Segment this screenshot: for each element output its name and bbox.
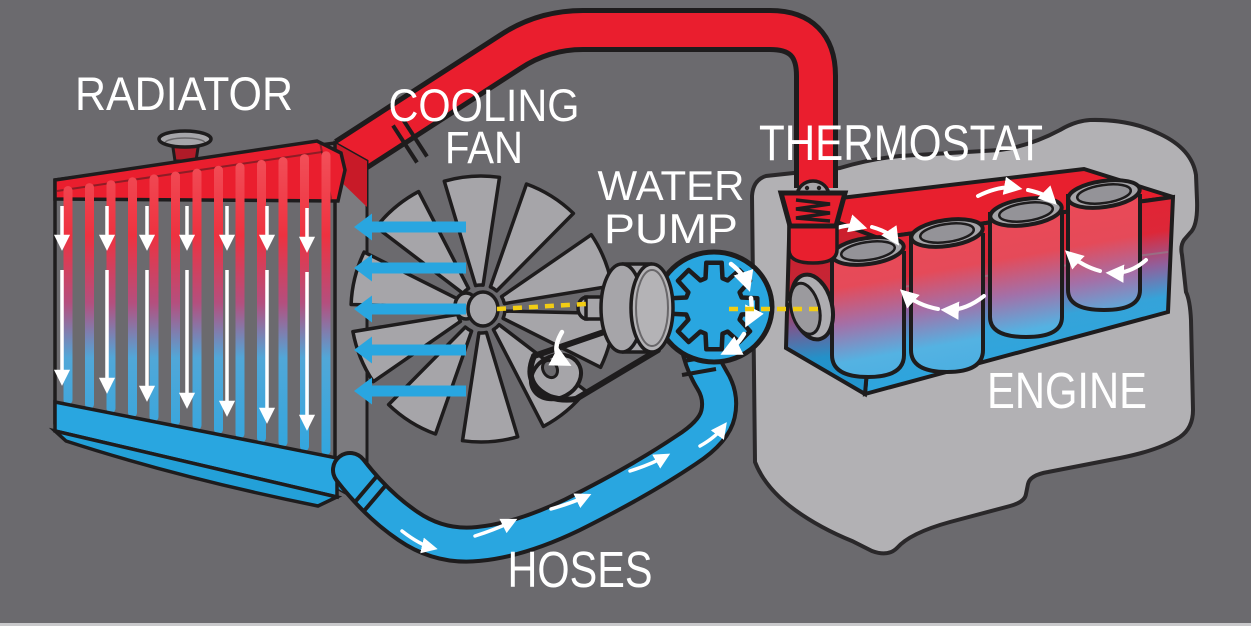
coolant-circulation-arrows — [822, 176, 1148, 320]
cylinder-1 — [830, 235, 906, 380]
label-hoses: HOSES — [508, 541, 653, 598]
label-thermostat: THERMOSTAT — [759, 115, 1043, 171]
drive-belt — [527, 329, 661, 403]
cooling-fan — [349, 174, 616, 444]
thermostat-dome-dot — [804, 185, 810, 191]
fan-airflow-arrows — [354, 213, 466, 405]
pump-pulley-rim — [629, 262, 675, 354]
cylinder-3 — [988, 196, 1064, 340]
bottom-edge-line — [0, 623, 1251, 626]
label-cooling: COOLING — [389, 80, 580, 131]
label-fan: FAN — [445, 122, 523, 173]
label-radiator: RADIATOR — [75, 67, 293, 120]
belt-rotation-arrow — [548, 329, 572, 366]
radiator-flow-arrows — [53, 206, 316, 431]
radiator — [48, 129, 369, 508]
water-pump — [576, 249, 775, 365]
fan-blade — [442, 174, 502, 288]
fan-blade — [460, 330, 520, 444]
fan-belt-drive — [527, 329, 661, 403]
upper-hose — [334, 8, 838, 188]
label-water: WATER — [598, 162, 745, 209]
cylinder-4 — [1066, 178, 1142, 313]
label-pump: PUMP — [604, 205, 738, 252]
cylinder-2 — [909, 217, 985, 375]
fan-hub — [466, 290, 500, 328]
radiator-tubes — [63, 151, 331, 456]
label-engine: ENGINE — [987, 362, 1147, 419]
fan-blade — [488, 182, 576, 293]
radiator-header-ridge — [56, 151, 323, 192]
thermostat-spring — [795, 198, 831, 223]
thermostat-assembly — [777, 179, 849, 229]
labels: RADIATOR COOLING FAN WATER PUMP THERMOST… — [75, 67, 1147, 598]
upper-hose-collar — [391, 118, 429, 164]
radiator-bottom-tank-underside — [48, 427, 343, 508]
thermostat-dome-dot — [816, 185, 822, 191]
lower-hose-flow-arrows — [400, 422, 727, 554]
engine-water-jacket — [783, 166, 1176, 398]
